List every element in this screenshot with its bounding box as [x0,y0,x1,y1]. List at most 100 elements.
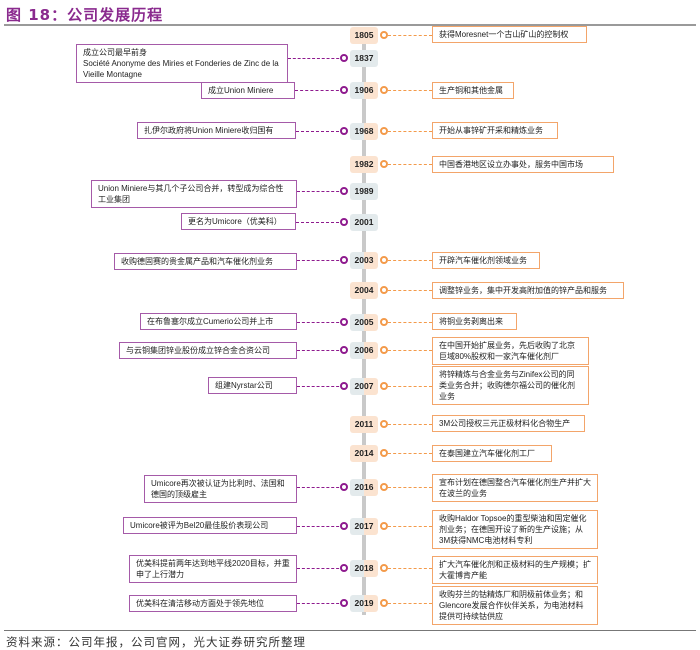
left-node-icon [340,187,348,195]
left-connector [297,386,344,387]
right-event-box: 获得Moresnet一个古山矿山的控制权 [432,26,587,43]
year-badge-2019: 2019 [350,595,378,612]
left-event-box: 成立Union Miniere [201,82,295,99]
right-event-box: 中国香港地区设立办事处，服务中国市场 [432,156,614,173]
right-node-icon [380,256,388,264]
right-node-icon [380,286,388,294]
year-badge-2004: 2004 [350,282,378,299]
right-connector [388,568,432,569]
right-node-icon [380,86,388,94]
left-event-box: 与云铜集团锌业股份成立锌合金合资公司 [119,342,297,359]
left-connector [297,487,344,488]
year-badge-2003: 2003 [350,252,378,269]
left-node-icon [340,54,348,62]
left-connector [296,222,344,223]
left-event-box: Umicore再次被认证为比利时、法国和德国的顶级雇主 [144,475,297,503]
right-node-icon [380,382,388,390]
left-event-box: 成立公司最早前身 Société Anonyme des Miries et F… [76,44,288,83]
right-node-icon [380,449,388,457]
right-event-box: 将锌精炼与合金业务与Zinifex公司的同类业务合并；收购德尔福公司的催化剂业务 [432,366,589,405]
left-connector [297,260,344,261]
right-node-icon [380,31,388,39]
right-connector [388,260,432,261]
year-badge-2016: 2016 [350,479,378,496]
right-event-box: 3M公司授权三元正极材料化合物生产 [432,415,585,432]
left-node-icon [340,599,348,607]
right-connector [388,453,432,454]
right-node-icon [380,599,388,607]
right-event-box: 扩大汽车催化剂和正极材料的生产规模；扩大霍博肯产能 [432,556,598,584]
right-event-box: 在中国开始扩展业务，先后收购了北京巨域80%股权和一家汽车催化剂厂 [432,337,589,365]
right-connector [388,322,432,323]
right-connector [388,90,432,91]
right-node-icon [380,346,388,354]
top-divider [4,24,696,26]
right-event-box: 宣布计划在德国整合汽车催化剂生产并扩大在波兰的业务 [432,474,598,502]
left-node-icon [340,127,348,135]
right-event-box: 将铜业务剥离出来 [432,313,517,330]
left-event-box: 扎伊尔政府将Union Miniere收归国有 [137,122,296,139]
year-badge-2011: 2011 [350,416,378,433]
year-badge-1968: 1968 [350,123,378,140]
left-connector [297,191,344,192]
year-badge-1805: 1805 [350,27,378,44]
left-node-icon [340,86,348,94]
left-event-box: 组建Nyrstar公司 [208,377,297,394]
right-connector [388,424,432,425]
right-node-icon [380,318,388,326]
left-event-box: 更名为Umicore（优美科） [181,213,296,230]
left-node-icon [340,346,348,354]
left-node-icon [340,256,348,264]
left-event-box: Umicore被评为Bel20最佳股价表现公司 [123,517,297,534]
right-node-icon [380,522,388,530]
year-badge-2001: 2001 [350,214,378,231]
right-connector [388,290,432,291]
year-badge-2014: 2014 [350,445,378,462]
left-connector [288,58,344,59]
left-event-box: Union Miniere与其几个子公司合并，转型成为综合性工业集团 [91,180,297,208]
year-badge-2017: 2017 [350,518,378,535]
left-connector [295,90,344,91]
right-connector [388,526,432,527]
left-node-icon [340,218,348,226]
source-note: 资料来源：公司年报，公司官网，光大证券研究所整理 [6,635,306,649]
right-connector [388,131,432,132]
left-node-icon [340,483,348,491]
left-node-icon [340,318,348,326]
right-event-box: 开始从事锌矿开采和精炼业务 [432,122,558,139]
left-connector [297,603,344,604]
right-connector [388,603,432,604]
left-node-icon [340,564,348,572]
year-badge-1982: 1982 [350,156,378,173]
right-event-box: 收购Haldor Topsoe的重型柴油和固定催化剂业务；在德国开设了新的生产设… [432,510,598,549]
year-badge-1837: 1837 [350,50,378,67]
right-event-box: 在泰国建立汽车催化剂工厂 [432,445,552,462]
left-node-icon [340,522,348,530]
bottom-divider [4,630,696,631]
year-badge-1906: 1906 [350,82,378,99]
year-badge-2006: 2006 [350,342,378,359]
year-badge-2018: 2018 [350,560,378,577]
left-connector [297,568,344,569]
year-badge-2005: 2005 [350,314,378,331]
year-badge-1989: 1989 [350,183,378,200]
left-connector [296,131,344,132]
left-event-box: 优美科提前两年达到地平线2020目标，并重申了上行潜力 [129,555,297,583]
left-node-icon [340,382,348,390]
right-node-icon [380,160,388,168]
left-connector [297,526,344,527]
left-event-box: 在布鲁塞尔成立Cumerio公司并上市 [140,313,297,330]
right-connector [388,386,432,387]
right-event-box: 生产铜和其他金属 [432,82,514,99]
right-connector [388,164,432,165]
right-node-icon [380,420,388,428]
figure-title: 图 18：公司发展历程 [6,6,164,24]
right-event-box: 收购芬兰的钴精炼厂和阴极前体业务；和Glencore发展合作伙伴关系，为电池材料… [432,586,598,625]
right-node-icon [380,483,388,491]
left-connector [297,322,344,323]
right-node-icon [380,127,388,135]
right-node-icon [380,564,388,572]
right-connector [388,487,432,488]
right-event-box: 调整锌业务，集中开发高附加值的锌产品和服务 [432,282,624,299]
right-connector [388,350,432,351]
